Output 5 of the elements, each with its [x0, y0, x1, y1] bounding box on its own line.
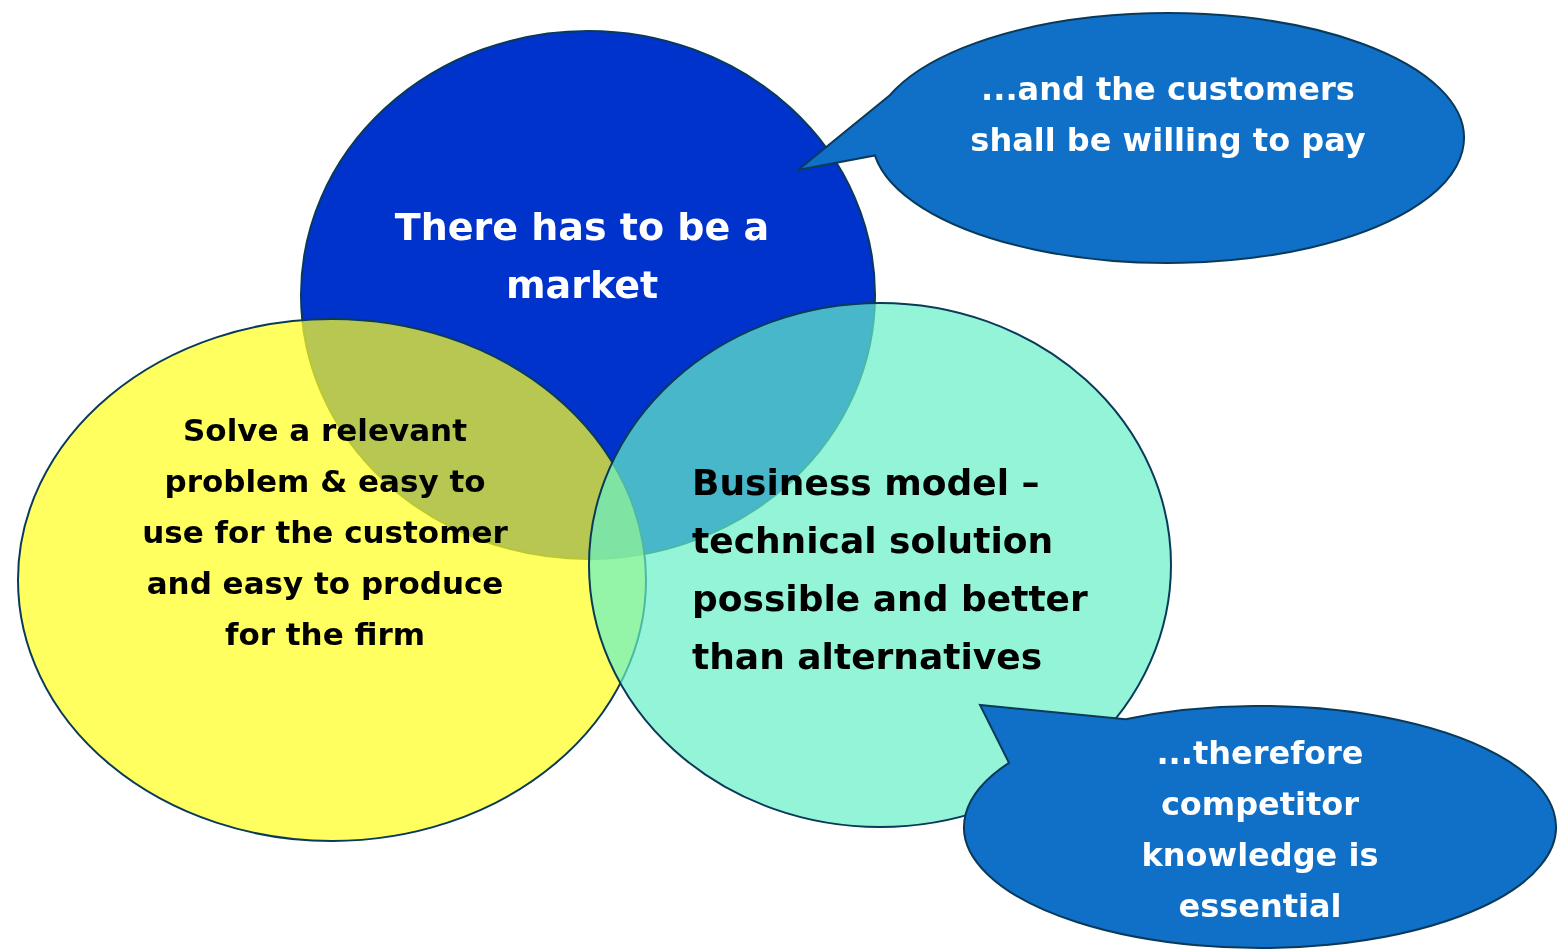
bubble-text: ...therefore competitor knowledge is essential: [1140, 733, 1380, 927]
bubble-text: ...and the customers shall be willing to pay: [969, 69, 1367, 161]
circle-label: Solve a relevant problem & easy to use for the customer and easy to produce for the firm: [141, 411, 509, 654]
circle-label: Business model – technical solution possible and better than alternatives: [692, 461, 1089, 679]
circle-label: There has to be a market: [393, 204, 771, 309]
